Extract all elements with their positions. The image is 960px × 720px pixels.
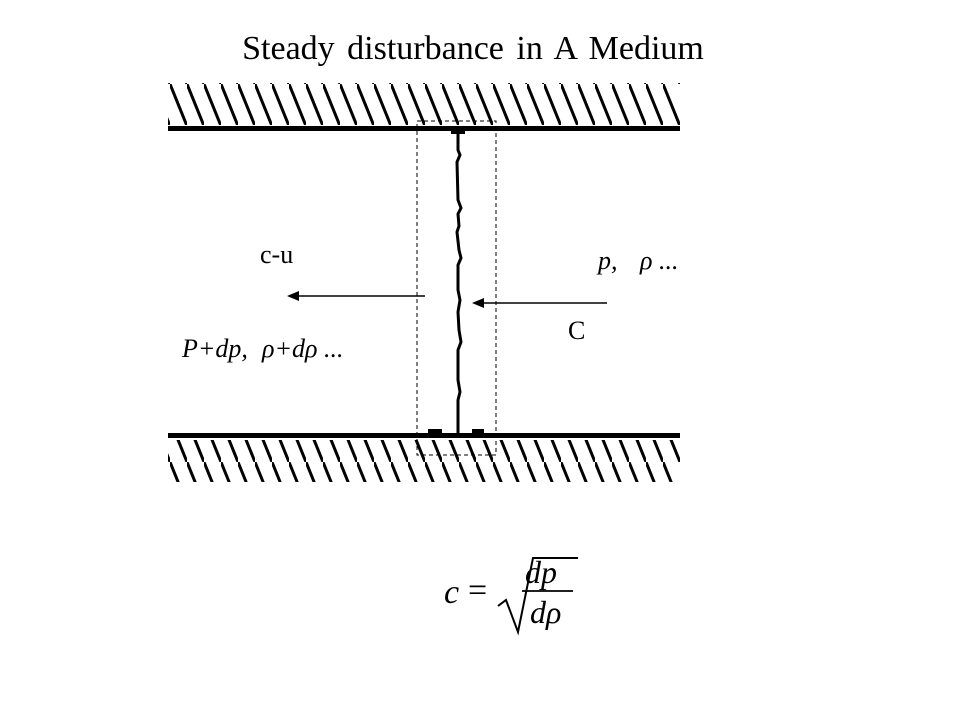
slide-title: Steady disturbance in A Medium	[242, 30, 704, 67]
top-wall-hatching	[168, 83, 680, 125]
equation-numerator: dp	[525, 554, 557, 590]
top-wall	[168, 126, 680, 131]
front-top-nub	[451, 126, 465, 134]
equation-denominator: dρ	[530, 594, 562, 630]
sqrt-sign	[497, 557, 578, 636]
wave-arrow-head	[472, 298, 484, 308]
front-bottom-nub-right	[472, 429, 484, 435]
front-bottom-nub-left	[428, 429, 442, 435]
speed-of-sound-equation: c = dp dρ	[440, 554, 580, 640]
label-left-state-p: P+dp,	[182, 334, 248, 363]
control-volume	[416, 120, 497, 456]
label-left-state-rho: ρ+dρ ...	[262, 334, 344, 363]
bottom-wall-hatching	[168, 440, 680, 482]
label-right-state-rho: ρ ...	[640, 246, 679, 275]
equation-equals: =	[468, 572, 488, 609]
label-left-velocity: c-u	[260, 240, 294, 269]
label-wave-speed: C	[568, 316, 586, 345]
flow-arrow-head	[287, 291, 299, 301]
equation-lhs: c	[444, 574, 460, 611]
disturbance-front	[455, 131, 463, 434]
bottom-wall	[168, 433, 680, 438]
label-right-state-p: p,	[598, 246, 618, 275]
